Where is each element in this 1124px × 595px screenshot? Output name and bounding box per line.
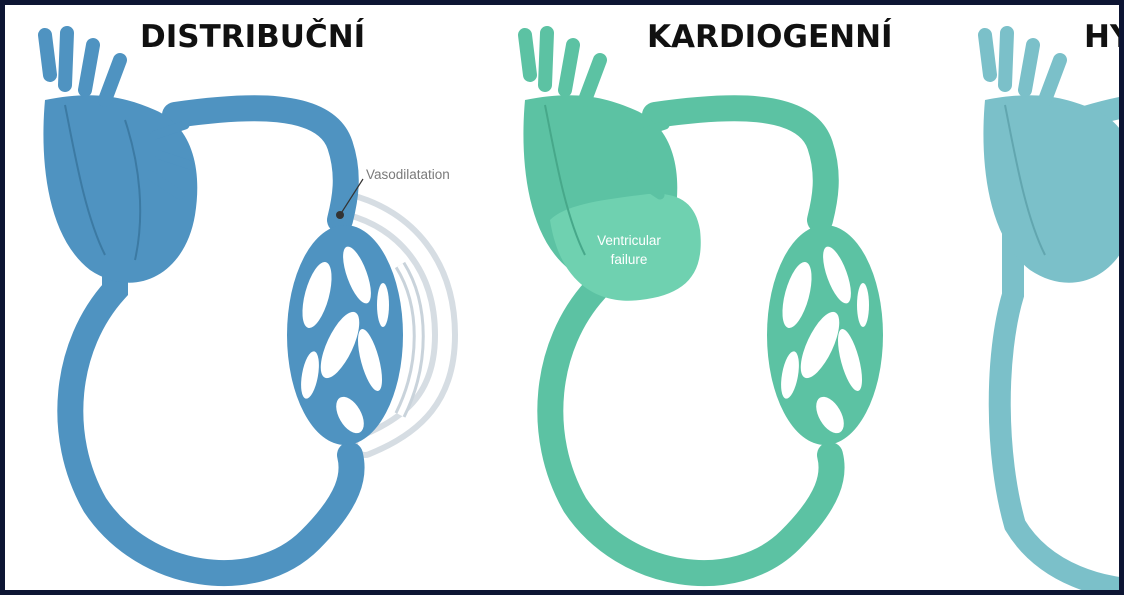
distributive-circulation-illustration [5,5,485,590]
panel-cardiogenic: KARDIOGENNÍ Ventricular failure [490,5,970,590]
panel-title-hypovolemic: HY [1084,19,1119,55]
heart-icon [43,33,197,283]
ventricular-failure-line1: Ventricular [584,231,674,250]
hypovolemic-circulation-illustration [955,5,1119,590]
panel-title-cardiogenic: KARDIOGENNÍ [647,19,893,55]
panel-title-distributive: DISTRIBUČNÍ [140,19,365,55]
vasodilatation-label: Vasodilatation [366,167,450,182]
panel-hypovolemic: HY [955,5,1119,590]
ventricular-failure-line2: failure [584,250,674,269]
diagram-canvas: DISTRIBUČNÍ Vasodilatation [5,5,1119,590]
panel-distributive: DISTRIBUČNÍ Vasodilatation [5,5,385,590]
ventricular-failure-label: Ventricular failure [584,231,674,269]
cardiogenic-circulation-illustration [490,5,970,590]
